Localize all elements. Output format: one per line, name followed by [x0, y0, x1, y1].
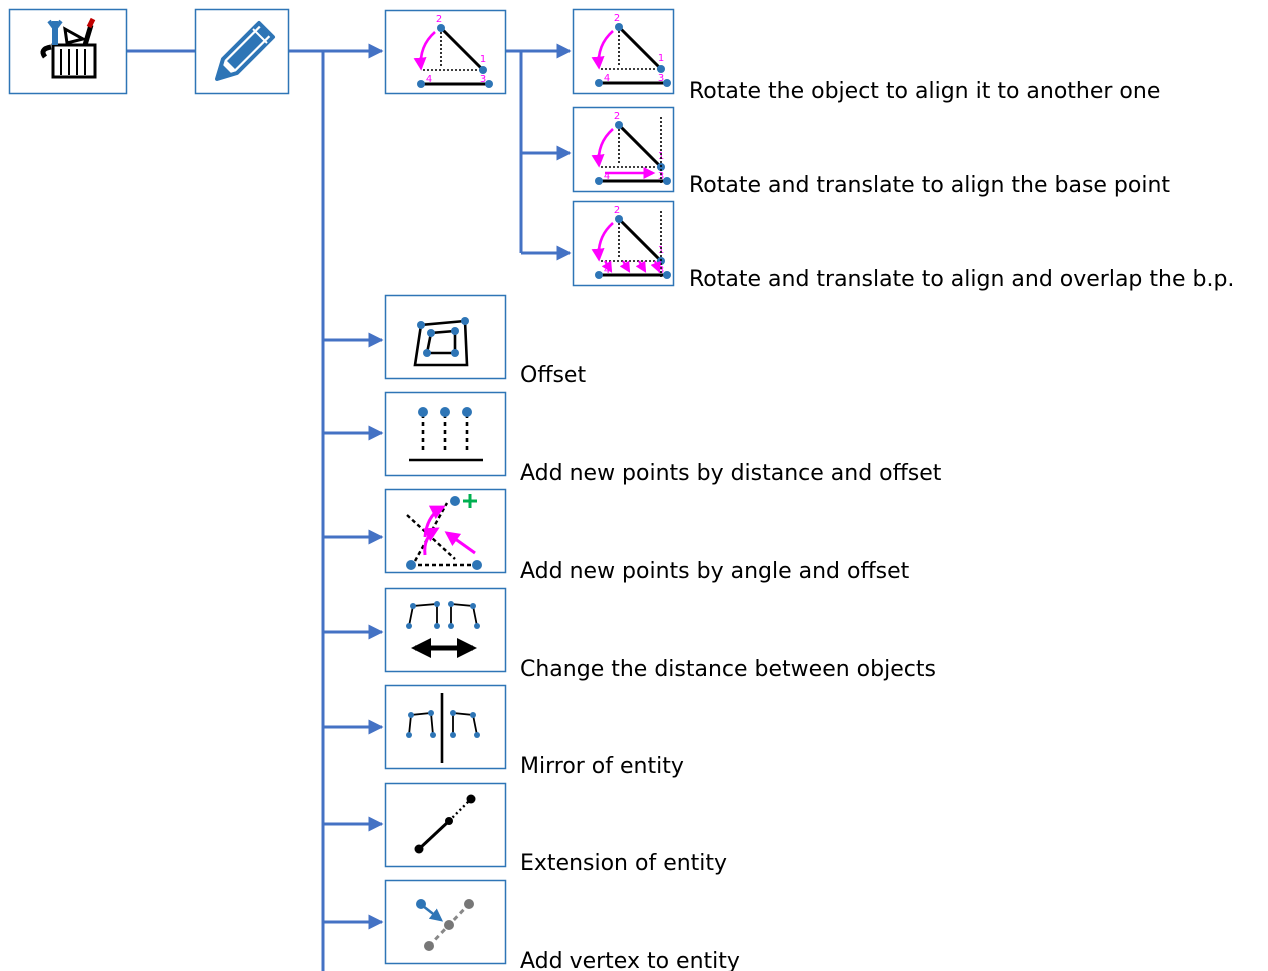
points-distance-label: Add new points by distance and offset	[520, 461, 942, 486]
extension-button[interactable]	[384, 782, 507, 868]
mirror-icon	[406, 693, 480, 763]
rotate-translate-overlap-button[interactable]	[572, 200, 675, 287]
edit-button[interactable]	[194, 8, 290, 95]
pencil-icon	[215, 21, 275, 81]
points-angle-label: Add new points by angle and offset	[520, 559, 910, 584]
rotate-translate-icon	[595, 111, 671, 185]
distance-between-label: Change the distance between objects	[520, 657, 936, 682]
points-distance-button[interactable]	[384, 391, 507, 477]
points-distance-icon	[409, 407, 483, 462]
add-vertex-label: Add vertex to entity	[520, 949, 740, 971]
points-angle-icon	[406, 494, 482, 570]
distance-between-button[interactable]	[384, 587, 507, 673]
offset-button[interactable]	[384, 294, 507, 380]
connectors	[127, 43, 572, 971]
extension-label: Extension of entity	[520, 851, 727, 876]
offset-icon	[413, 317, 469, 367]
mirror-label: Mirror of entity	[520, 754, 684, 779]
rotate-translate-overlap-label: Rotate and translate to align and overla…	[689, 267, 1234, 292]
offset-label: Offset	[520, 363, 586, 388]
rotate-translate-label: Rotate and translate to align the base p…	[689, 173, 1170, 198]
distance-between-icon	[406, 601, 480, 658]
rotate-align-button[interactable]	[384, 9, 507, 95]
rotate-align-label: Rotate the object to align it to another…	[689, 79, 1160, 104]
rotate-align-option-button[interactable]	[572, 8, 675, 95]
add-vertex-icon	[416, 899, 474, 951]
rotate-translate-button[interactable]	[572, 106, 675, 193]
mirror-button[interactable]	[384, 684, 507, 770]
add-vertex-button[interactable]	[384, 879, 507, 965]
toolbox-icon	[40, 17, 97, 79]
points-angle-button[interactable]	[384, 488, 507, 574]
toolbox-button[interactable]	[8, 8, 128, 95]
rotate-translate-overlap-icon	[595, 205, 671, 279]
extension-icon	[414, 794, 476, 854]
